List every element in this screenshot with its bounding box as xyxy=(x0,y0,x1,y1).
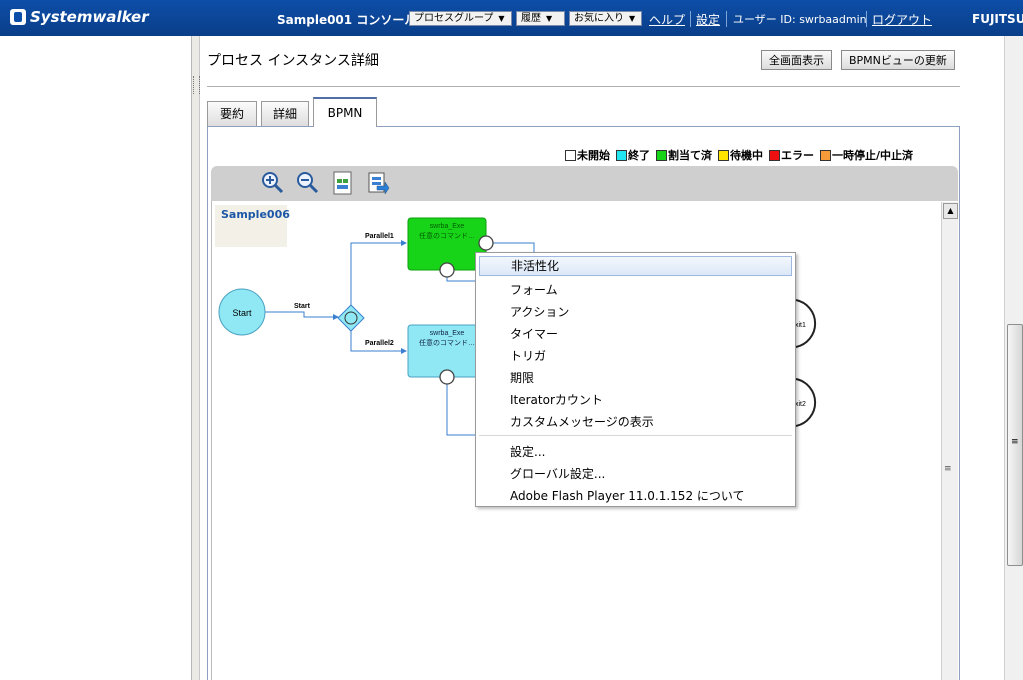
menu-item-form[interactable]: フォーム xyxy=(510,283,558,297)
legend-swatch xyxy=(656,149,667,161)
menu-item-global-settings[interactable]: グローバル設定... xyxy=(510,467,606,481)
legend-waiting: 待機中 xyxy=(718,147,763,163)
legend-label: 終了 xyxy=(628,149,650,162)
fullscreen-button[interactable]: 全画面表示 xyxy=(761,50,832,70)
history-menu-label: 履歴 xyxy=(521,13,541,24)
menu-item-trigger[interactable]: トリガ xyxy=(510,349,547,363)
header-separator xyxy=(690,11,691,27)
legend-label: 割当て済 xyxy=(668,149,712,162)
process-group-menu-label: プロセスグループ xyxy=(414,13,494,24)
legend-suspended: 一時停止/中止済 xyxy=(820,147,913,163)
legend-label: エラー xyxy=(781,149,814,162)
systemwalker-logo-icon xyxy=(10,9,26,25)
exit-event-2[interactable] xyxy=(795,378,817,427)
flow-parallel1[interactable] xyxy=(350,240,407,305)
flow-parallel2[interactable] xyxy=(350,331,407,354)
menu-item-action[interactable]: アクション xyxy=(510,305,570,319)
task-node-2-name: swrba_Exe xyxy=(430,330,465,337)
page-scroll-thumb[interactable]: ≡ xyxy=(1007,324,1023,566)
legend-error: エラー xyxy=(769,147,814,163)
task-node-2-connector-icon[interactable] xyxy=(439,369,455,385)
user-id-label: ユーザー ID: swrbaadmin xyxy=(733,13,867,26)
title-divider xyxy=(207,86,960,87)
systemwalker-logo: Systemwalker xyxy=(10,8,149,26)
status-legend: 未開始 終了 割当て済 待機中 エラー 一時停止/中止済 xyxy=(565,147,913,163)
header-separator xyxy=(726,11,727,27)
chevron-down-icon: ▼ xyxy=(546,14,553,23)
pane-splitter[interactable] xyxy=(192,36,200,680)
chevron-down-icon: ▼ xyxy=(629,14,636,23)
start-event[interactable] xyxy=(218,288,266,336)
menu-item-timer[interactable]: タイマー xyxy=(510,327,559,341)
header-separator xyxy=(866,11,867,27)
process-group-menu[interactable]: プロセスグループ ▼ xyxy=(409,11,512,26)
scroll-grip-icon: ≡ xyxy=(1011,437,1019,447)
legend-assigned: 割当て済 xyxy=(656,147,712,163)
exit-event-1[interactable] xyxy=(795,299,817,348)
logout-link[interactable]: ログアウト xyxy=(872,13,933,27)
menu-item-iterator-count[interactable]: Iteratorカウント xyxy=(510,393,603,407)
page-title: プロセス インスタンス詳細 xyxy=(207,53,379,69)
context-menu: 非活性化 フォーム アクション タイマー トリガ 期限 Iteratorカウント… xyxy=(475,252,796,507)
legend-label: 一時停止/中止済 xyxy=(832,149,914,162)
zoom-out-icon[interactable] xyxy=(295,170,321,196)
flow-label-start: Start xyxy=(294,303,311,310)
legend-swatch xyxy=(769,149,780,161)
legend-swatch xyxy=(565,149,576,161)
left-pane xyxy=(0,36,192,680)
settings-link[interactable]: 設定 xyxy=(696,13,721,27)
legend-label: 待機中 xyxy=(730,149,763,162)
task-node-1-connector-icon[interactable] xyxy=(478,235,494,251)
help-link[interactable]: ヘルプ xyxy=(649,13,686,27)
product-name: Systemwalker xyxy=(30,8,149,26)
task-node-1-desc: 任意のコマンド… xyxy=(419,231,475,240)
task-node-2-desc: 任意のコマンド… xyxy=(419,338,475,347)
legend-label: 未開始 xyxy=(577,149,610,162)
legend-finished: 終了 xyxy=(616,147,650,163)
legend-swatch xyxy=(820,149,831,161)
tab-details[interactable]: 詳細 xyxy=(261,101,309,126)
fit-page-icon[interactable] xyxy=(330,170,356,196)
page-scrollbar[interactable]: ≡ xyxy=(1004,36,1023,680)
menu-item-custom-message[interactable]: カスタムメッセージの表示 xyxy=(510,415,654,429)
flow-label-parallel2: Parallel2 xyxy=(365,340,394,347)
diagram-toolbar xyxy=(211,166,958,201)
legend-swatch xyxy=(616,149,627,161)
flow-start[interactable] xyxy=(265,311,339,320)
exit-event-2-label: xit2 xyxy=(795,401,806,408)
favorites-menu[interactable]: お気に入り ▼ xyxy=(569,11,642,26)
parallel-gateway[interactable] xyxy=(337,304,365,332)
menu-item-settings[interactable]: 設定... xyxy=(510,445,546,459)
bpmn-diagram[interactable]: Start Start Parallel1 Parallel2 swrba_Ex… xyxy=(211,201,941,680)
history-menu[interactable]: 履歴 ▼ xyxy=(516,11,565,26)
flow-task1-out[interactable] xyxy=(486,242,535,253)
export-icon[interactable] xyxy=(366,170,392,196)
tab-bpmn[interactable]: BPMN xyxy=(313,97,377,127)
flow-label-parallel1: Parallel1 xyxy=(365,233,394,240)
refresh-bpmn-button[interactable]: BPMNビューの更新 xyxy=(841,50,955,70)
fujitsu-logo: FUJITSU xyxy=(972,12,1023,26)
chevron-down-icon: ▼ xyxy=(498,14,505,23)
favorites-menu-label: お気に入り xyxy=(574,13,624,24)
task-node-1-name: swrba_Exe xyxy=(430,223,465,230)
task-node-1-connector-icon[interactable] xyxy=(439,262,455,278)
menu-separator xyxy=(479,435,792,436)
legend-swatch xyxy=(718,149,729,161)
tab-summary[interactable]: 要約 xyxy=(207,101,257,126)
splitter-grip-icon[interactable] xyxy=(193,76,200,94)
menu-item-about-flash[interactable]: Adobe Flash Player 11.0.1.152 について xyxy=(510,489,745,503)
console-title: Sample001 コンソール xyxy=(277,13,417,27)
scroll-up-icon[interactable]: ▲ xyxy=(943,203,958,219)
scroll-grip-icon[interactable]: ≡ xyxy=(944,464,952,474)
exit-event-1-label: xit1 xyxy=(795,322,806,329)
gateway-marker-icon xyxy=(344,311,358,325)
start-event-label: Start xyxy=(232,308,252,318)
menu-item-deactivate[interactable]: 非活性化 xyxy=(479,256,792,276)
flow-task2-down[interactable] xyxy=(446,377,477,436)
diagram-name-label: Sample006 xyxy=(215,205,290,247)
menu-item-deadline[interactable]: 期限 xyxy=(510,371,535,385)
zoom-in-icon[interactable] xyxy=(260,170,286,196)
canvas-scrollbar[interactable]: ▲ ≡ xyxy=(941,202,958,680)
legend-not-started: 未開始 xyxy=(565,147,610,163)
